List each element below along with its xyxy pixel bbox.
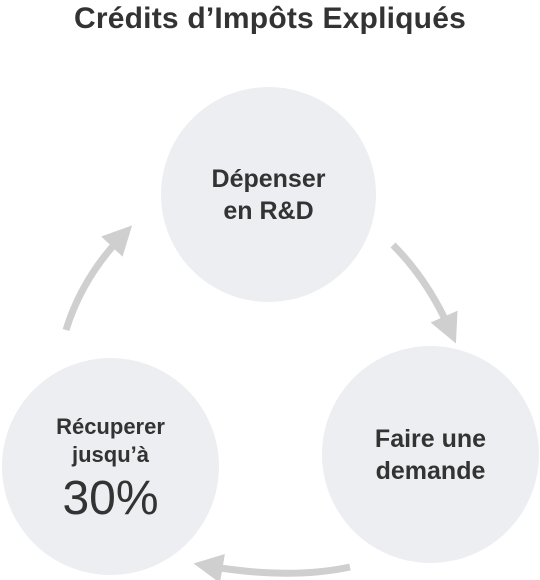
- step-spend-rd: Dépenser en R&D: [161, 87, 376, 302]
- step-recover-percentage: 30%: [62, 471, 159, 525]
- arrow-recover-to-spend: [62, 225, 133, 332]
- step-recover-line1: Récuperer: [56, 413, 165, 439]
- step-spend-line1: Dépenser: [211, 164, 326, 193]
- step-claim-line1: Faire une: [374, 424, 487, 453]
- step-claim-line2: demande: [375, 456, 486, 485]
- step-file-claim: Faire une demande: [322, 346, 539, 563]
- diagram-title: Crédits d’Impôts Expliqués: [74, 2, 466, 35]
- step-recover: Récuperer jusqu’à 30%: [2, 358, 219, 575]
- step-spend-line2: en R&D: [223, 196, 314, 225]
- arrow-spend-to-claim: [390, 242, 458, 344]
- arrow-claim-to-recover: [193, 553, 351, 580]
- step-recover-line2: jusqu’à: [71, 441, 149, 467]
